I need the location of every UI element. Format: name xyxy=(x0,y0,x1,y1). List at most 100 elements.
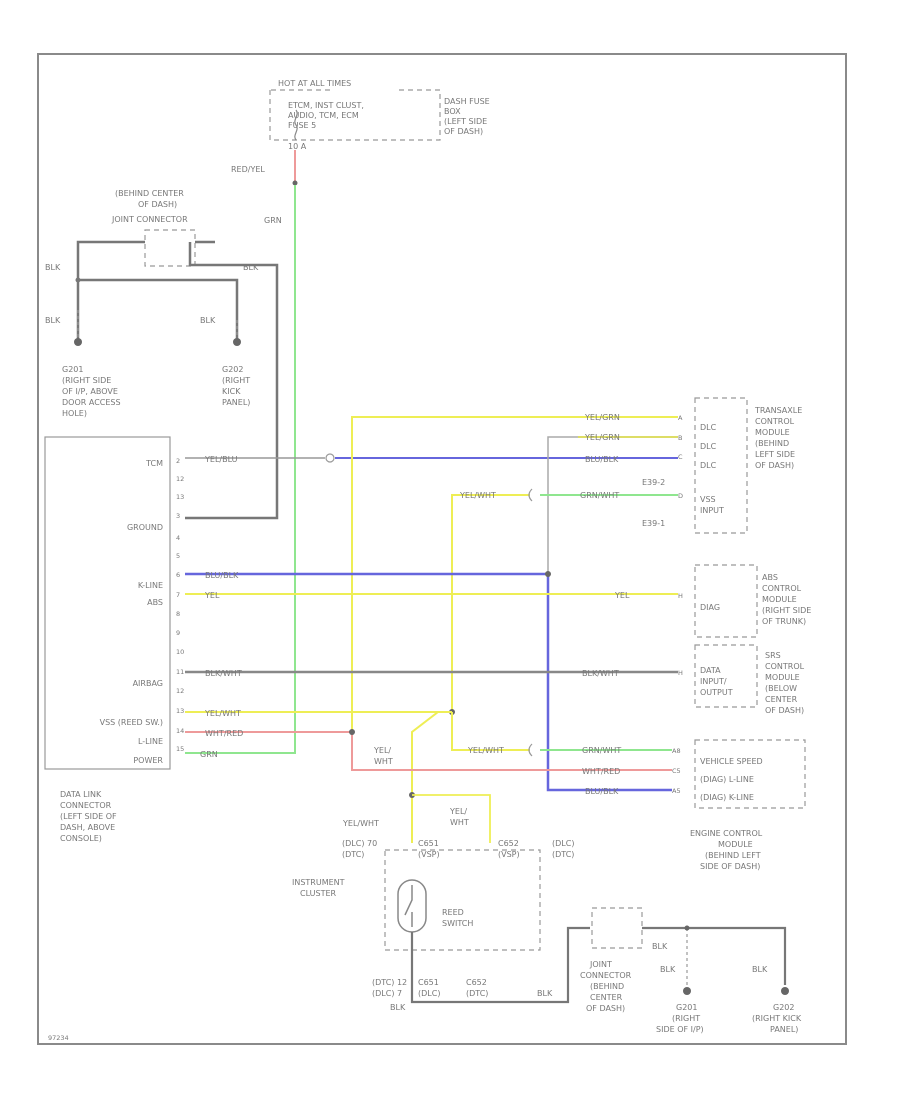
svg-text:C651: C651 xyxy=(418,978,439,987)
svg-text:H: H xyxy=(678,669,683,677)
fuse-symbol xyxy=(294,109,298,141)
svg-text:E39-2: E39-2 xyxy=(642,478,665,487)
svg-text:G201: G201 xyxy=(676,1003,697,1012)
svg-text:C: C xyxy=(678,453,683,461)
wire-label-blk-wht-srs: BLK/WHT xyxy=(582,669,619,678)
svg-text:A5: A5 xyxy=(672,787,681,795)
wire-label-blu-blk-dlc: BLU/BLK xyxy=(205,571,239,580)
top-joint-line2: OF DASH) xyxy=(138,200,177,209)
ecm-labels: A8 C5 A5 VEHICLE SPEED (DIAG) L-LINE (DI… xyxy=(672,747,763,871)
wire-label-blk-wht-dlc: BLK/WHT xyxy=(205,669,242,678)
svg-text:MODULE: MODULE xyxy=(762,595,797,604)
svg-text:15: 15 xyxy=(176,745,184,753)
ground-g201-point xyxy=(74,338,82,346)
g202-l4: PANEL) xyxy=(222,398,250,407)
svg-text:A: A xyxy=(678,414,683,422)
tcm-labels: A B C D DLC DLC DLC VSS INPUT E39-2 E39-… xyxy=(642,406,802,528)
tcm-box xyxy=(694,397,748,534)
svg-text:6: 6 xyxy=(176,571,180,579)
wire-vss-diag xyxy=(411,711,452,843)
svg-text:H: H xyxy=(678,592,683,600)
g201-l2: (RIGHT SIDE xyxy=(62,376,111,385)
svg-text:CONNECTOR: CONNECTOR xyxy=(60,801,112,810)
wire-label-wht-red-dlc: WHT/RED xyxy=(205,729,243,738)
ecm-box xyxy=(694,739,806,809)
ground-b-g202-point xyxy=(781,987,789,995)
wire-label-yel-grn-b: YEL/GRN xyxy=(584,433,620,442)
svg-text:C652: C652 xyxy=(498,839,519,848)
diagram-frame xyxy=(37,53,847,1045)
svg-text:CENTER: CENTER xyxy=(590,993,623,1002)
svg-text:CLUSTER: CLUSTER xyxy=(300,889,337,898)
svg-text:(VSP): (VSP) xyxy=(418,850,440,859)
dlc-box xyxy=(44,436,171,770)
ground-g202-point xyxy=(233,338,241,346)
svg-text:DLC: DLC xyxy=(700,461,717,470)
svg-text:SIDE OF I/P): SIDE OF I/P) xyxy=(656,1025,704,1034)
reed-switch xyxy=(397,879,427,933)
wire-label-yel-wht-1: YEL/WHT xyxy=(459,491,496,500)
g202-l2: (RIGHT xyxy=(222,376,250,385)
inline-connector-1 xyxy=(325,453,335,463)
svg-text:(RIGHT: (RIGHT xyxy=(672,1014,700,1023)
fuse-box-side3: (LEFT SIDE xyxy=(444,117,487,126)
svg-text:2: 2 xyxy=(176,457,180,465)
wire-yel-wht-tcm xyxy=(451,494,530,712)
fuse-box-line3: FUSE 5 xyxy=(288,121,316,130)
ground-b-g201-point xyxy=(683,987,691,995)
svg-text:REED: REED xyxy=(442,908,464,917)
svg-text:12: 12 xyxy=(176,687,184,695)
fuse-box-title: HOT AT ALL TIMES xyxy=(278,79,351,88)
fuse-box-line1: ETCM, INST CLUST, xyxy=(288,101,364,110)
fuse-box-side1: DASH FUSE xyxy=(444,97,490,106)
svg-text:PANEL): PANEL) xyxy=(770,1025,798,1034)
svg-text:MODULE: MODULE xyxy=(718,840,753,849)
svg-text:8: 8 xyxy=(176,610,180,618)
svg-text:CENTER: CENTER xyxy=(765,695,798,704)
svg-text:(LEFT SIDE OF: (LEFT SIDE OF xyxy=(60,812,117,821)
svg-text:C651: C651 xyxy=(418,839,439,848)
svg-text:CONTROL: CONTROL xyxy=(765,662,805,671)
lline-splice xyxy=(349,729,355,735)
instrument-cluster-box xyxy=(384,849,541,951)
dlc-vss: VSS (REED SW.) xyxy=(100,718,163,727)
svg-text:3: 3 xyxy=(176,512,180,520)
cluster-labels: (DLC) 70 (DTC) C651 (VSP) C652 (VSP) (DL… xyxy=(292,839,574,1012)
g201-l4: DOOR ACCESS xyxy=(62,398,121,407)
svg-text:A8: A8 xyxy=(672,747,681,755)
wire-label-yel-blu: YEL/BLU xyxy=(204,455,238,464)
svg-text:(DTC) 12: (DTC) 12 xyxy=(372,978,407,987)
svg-text:13: 13 xyxy=(176,493,184,501)
svg-text:MODULE: MODULE xyxy=(755,428,790,437)
ground-splice xyxy=(75,277,81,283)
wire-bottom-ground xyxy=(642,926,787,985)
wire-label-blk-4: BLK xyxy=(200,316,216,325)
svg-text:CONSOLE): CONSOLE) xyxy=(60,834,102,843)
srs-labels: H DATA INPUT/ OUTPUT SRS CONTROL MODULE … xyxy=(678,651,805,715)
svg-text:C652: C652 xyxy=(466,978,487,987)
wire-label-blu-blk-c: BLU/BLK xyxy=(585,455,619,464)
svg-text:OF DASH): OF DASH) xyxy=(586,1004,625,1013)
wire-label-grn: GRN xyxy=(264,216,282,225)
wire-label-grn-wht-1: GRN/WHT xyxy=(580,491,619,500)
wire-label-cluster-split2: WHT xyxy=(450,818,469,827)
wire-label-yel-split1: YEL/ xyxy=(373,746,391,755)
abs-box xyxy=(694,564,758,638)
svg-text:E39-1: E39-1 xyxy=(642,519,665,528)
wire-label-yel-wht-2: YEL/WHT xyxy=(467,746,504,755)
svg-text:(RIGHT KICK: (RIGHT KICK xyxy=(752,1014,802,1023)
wire-label-yel-wht-dlc: YEL/WHT xyxy=(204,709,241,718)
svg-text:OF DASH): OF DASH) xyxy=(755,461,794,470)
svg-text:14: 14 xyxy=(176,727,184,735)
svg-text:D: D xyxy=(678,492,683,500)
top-joint-connector: (BEHIND CENTER OF DASH) JOINT CONNECTOR xyxy=(111,189,196,267)
svg-text:7: 7 xyxy=(176,591,180,599)
g201-l1: G201 xyxy=(62,365,83,374)
svg-text:(DIAG) L-LINE: (DIAG) L-LINE xyxy=(700,775,754,784)
wire-label-yel-abs: YEL xyxy=(614,591,630,600)
svg-text:SWITCH: SWITCH xyxy=(442,919,473,928)
svg-text:(DLC): (DLC) xyxy=(418,989,440,998)
wire-yel-grn-a xyxy=(351,416,678,730)
svg-text:13: 13 xyxy=(176,707,184,715)
